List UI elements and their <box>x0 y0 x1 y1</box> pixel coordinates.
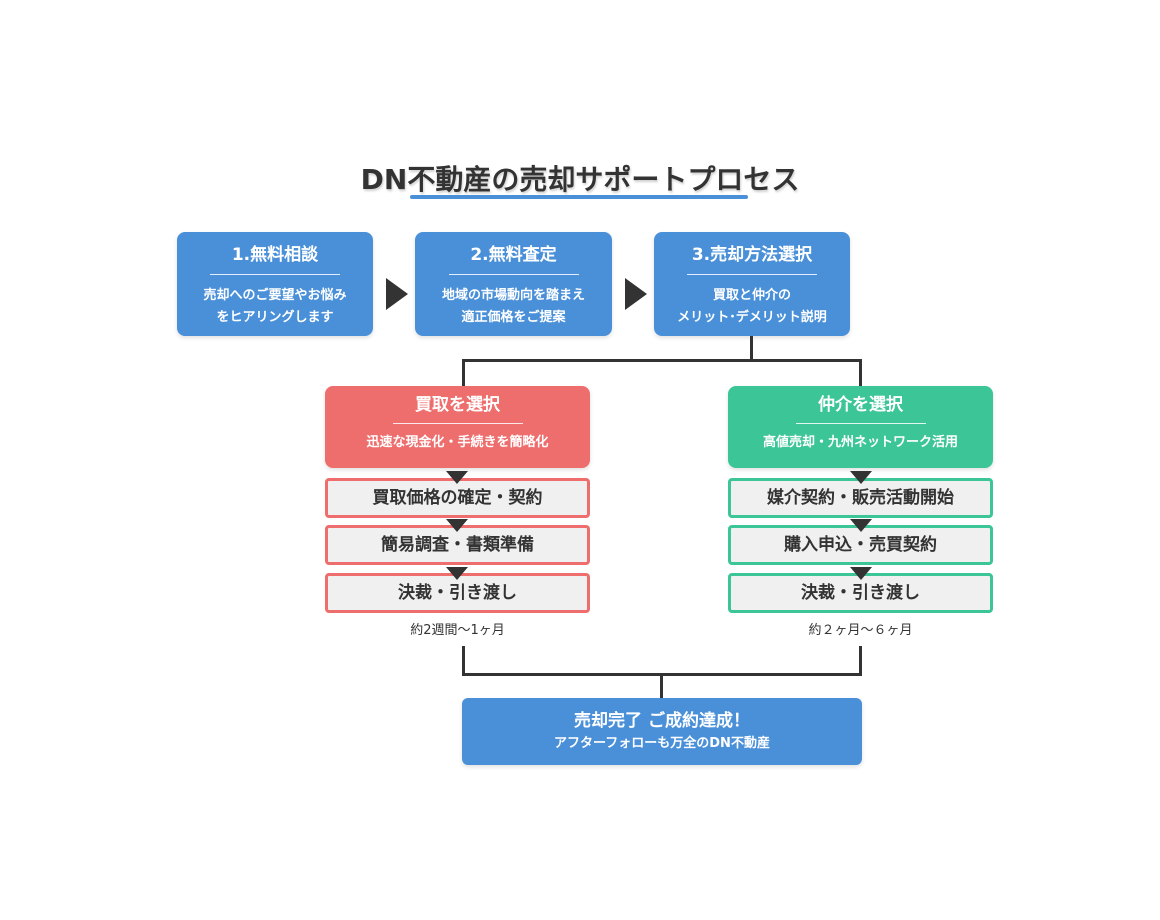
arrow-down-icon <box>850 471 872 484</box>
step-free-appraisal: 2.無料査定 地域の市場動向を踏まえ 適正価格をご提案 <box>415 232 612 336</box>
kaitori-step: 決裁・引き渡し <box>325 573 590 613</box>
step-free-consultation: 1.無料相談 売却へのご要望やお悩み をヒアリングします <box>177 232 373 336</box>
step-desc-line1: 地域の市場動向を踏まえ <box>441 288 585 303</box>
title-underline <box>410 195 748 199</box>
arrow-down-icon <box>446 519 468 532</box>
arrow-right-icon <box>625 278 647 310</box>
connector-line <box>462 359 862 362</box>
kaitori-step: 簡易調査・書類準備 <box>325 525 590 565</box>
step-title: 3.売却方法選択 <box>691 245 813 265</box>
step-divider <box>210 274 340 275</box>
step-sale-method-selection: 3.売却方法選択 買取と仲介の メリット･デメリット説明 <box>654 232 850 336</box>
step-divider <box>448 274 579 275</box>
step-desc-line2: をヒアリングします <box>216 310 334 325</box>
kaitori-period: 約2週間〜1ヶ月 <box>410 623 505 638</box>
arrow-down-icon <box>446 471 468 484</box>
step-desc-line1: 買取と仲介の <box>712 288 791 303</box>
step-title: 1.無料相談 <box>231 245 319 265</box>
chukai-period: 約２ヶ月〜６ヶ月 <box>808 623 913 638</box>
arrow-down-icon <box>850 519 872 532</box>
branch-kaitori: 買取を選択 迅速な現金化・手続きを簡略化 <box>325 386 590 468</box>
branch-desc: 高値売却・九州ネットワーク活用 <box>762 435 958 450</box>
step-title: 2.無料査定 <box>470 245 557 265</box>
branch-divider <box>392 423 523 424</box>
connector-line <box>462 646 465 676</box>
branch-desc: 迅速な現金化・手続きを簡略化 <box>366 435 549 450</box>
chukai-step: 媒介契約・販売活動開始 <box>728 478 993 518</box>
connector-line <box>660 673 663 699</box>
branch-divider <box>795 423 926 424</box>
kaitori-step: 買取価格の確定・契約 <box>325 478 590 518</box>
final-box: 売却完了 ご成約達成！ アフターフォローも万全のDN不動産 <box>462 698 862 765</box>
connector-line <box>859 359 862 387</box>
final-title: 売却完了 ご成約達成！ <box>574 711 750 731</box>
connector-line <box>462 359 465 387</box>
branch-title: 買取を選択 <box>415 395 500 415</box>
arrow-right-icon <box>386 278 408 310</box>
arrow-down-icon <box>850 567 872 580</box>
arrow-down-icon <box>446 567 468 580</box>
branch-chukai: 仲介を選択 高値売却・九州ネットワーク活用 <box>728 386 993 468</box>
step-divider <box>687 274 817 275</box>
connector-line <box>859 646 862 676</box>
step-desc-line1: 売却へのご要望やお悩み <box>203 288 347 303</box>
step-desc-line2: 適正価格をご提案 <box>461 310 566 325</box>
branch-title: 仲介を選択 <box>818 395 903 415</box>
final-subtitle: アフターフォローも万全のDN不動産 <box>554 736 770 751</box>
connector-line <box>750 336 753 362</box>
page-title: DN不動産の売却サポートプロセス <box>360 163 800 196</box>
step-desc-line2: メリット･デメリット説明 <box>677 310 827 325</box>
